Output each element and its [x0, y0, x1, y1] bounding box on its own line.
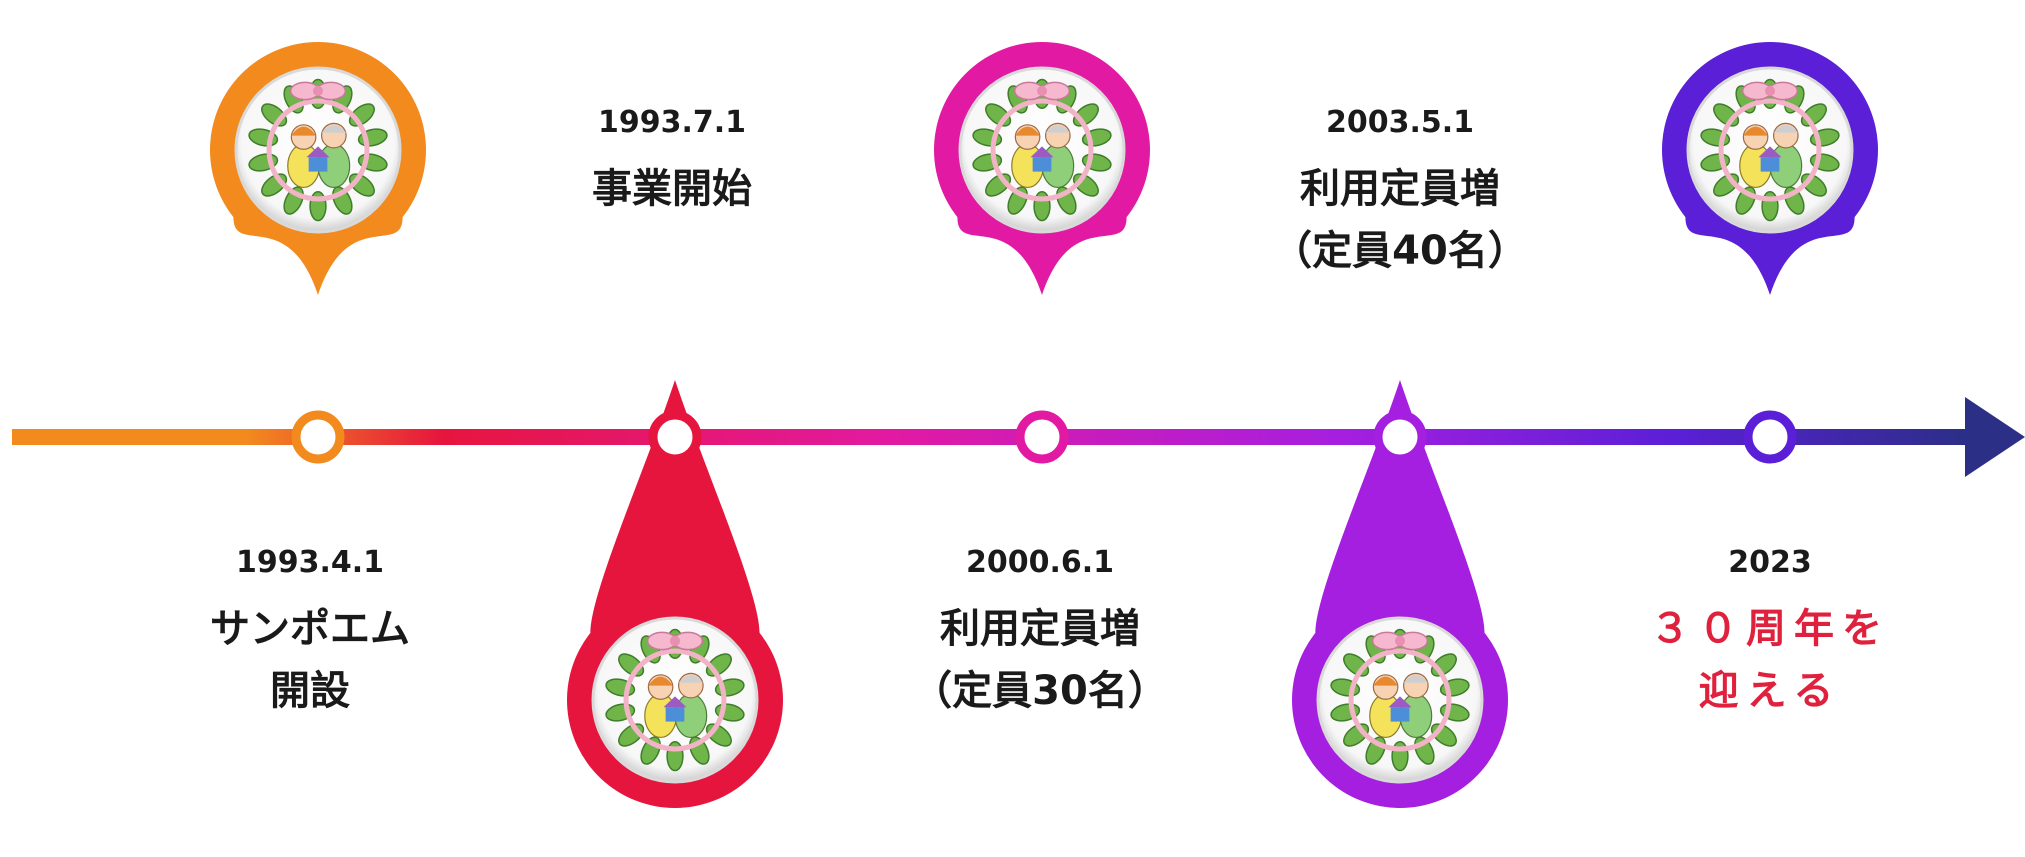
- timeline-marker: [1373, 410, 1427, 464]
- location-pin-icon: [566, 380, 783, 809]
- timeline-marker: [1743, 410, 1797, 464]
- event-date: 1993.4.1: [235, 545, 385, 580]
- location-pin-icon: [210, 42, 427, 295]
- elderly-couple-logo-icon: [605, 628, 745, 772]
- elderly-couple-logo-icon: [1700, 78, 1840, 222]
- elderly-couple-logo-icon: [1330, 628, 1470, 772]
- event-date: 2003.5.1: [1325, 105, 1475, 140]
- elderly-couple-logo-icon: [248, 78, 388, 222]
- event-label-1993-4: 1993.4.1 サンポエム 開設: [210, 545, 410, 722]
- event-text-line: （定員40名）: [1272, 228, 1528, 274]
- location-pin-icon: [1292, 380, 1509, 808]
- location-pin-icon: [1662, 42, 1878, 295]
- event-date: 1993.7.1: [597, 105, 747, 140]
- event-date: 2023: [1728, 545, 1812, 580]
- event-date: 2000.6.1: [965, 545, 1115, 580]
- event-text-line: 利用定員増: [1299, 166, 1500, 212]
- event-label-2003-5: 2003.5.1 利用定員増 （定員40名）: [1272, 105, 1528, 282]
- event-label-2000-6: 2000.6.1 利用定員増 （定員30名）: [912, 545, 1168, 722]
- event-text-line: （定員30名）: [912, 668, 1168, 714]
- timeline-marker: [648, 410, 702, 464]
- event-label-1993-7: 1993.7.1 事業開始: [592, 105, 752, 220]
- timeline-marker: [1015, 410, 1069, 464]
- arrow-head-icon: [1965, 397, 2025, 477]
- event-text-line: サンポエム: [210, 606, 410, 652]
- event-text-line: ３０周年を: [1650, 606, 1890, 652]
- event-text-line: 利用定員増: [939, 606, 1140, 652]
- location-pin-icon: [934, 42, 1151, 296]
- event-text-line: 開設: [270, 668, 350, 714]
- event-label-2023: 2023 ３０周年を 迎える: [1650, 545, 1890, 722]
- timeline-marker: [291, 410, 345, 464]
- event-text-line: 迎える: [1698, 668, 1842, 714]
- elderly-couple-logo-icon: [972, 78, 1112, 222]
- timeline-line: [12, 429, 1972, 445]
- event-text-line: 事業開始: [592, 166, 752, 212]
